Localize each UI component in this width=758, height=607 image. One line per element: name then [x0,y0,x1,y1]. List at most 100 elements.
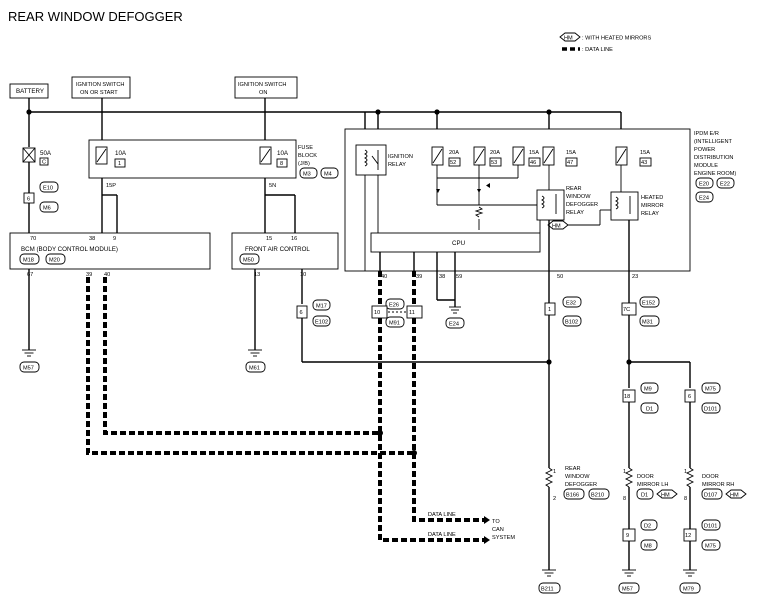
svg-text:16: 16 [291,236,297,242]
svg-text:M3: M3 [303,172,311,178]
svg-text:E102: E102 [315,320,328,326]
door-mirror-lh: 1 8 DOOR MIRROR LH D1 HM [623,467,678,502]
svg-text:1: 1 [553,469,556,475]
svg-text:M57: M57 [622,587,633,593]
svg-text:18: 18 [624,394,630,400]
svg-text:M31: M31 [642,320,653,326]
svg-text:M4: M4 [324,172,332,178]
svg-text:7C: 7C [623,307,630,313]
data-line-label-1: DATA LINE [428,512,456,518]
diagram-title: REAR WINDOW DEFOGGER [8,9,183,24]
connector-m75-d101: M75 6 D101 [684,382,721,414]
svg-text:10: 10 [300,272,306,278]
can-data-lines [86,271,490,544]
to-can-system-label: TO CAN SYSTEM [492,519,515,541]
ipdm-cpu: CPU [370,232,541,253]
svg-text:M9: M9 [644,387,652,393]
connector-d2-m8: D2 9 M8 [622,519,658,551]
hm-legend-symbol: HM [559,32,581,42]
svg-text:38: 38 [89,236,95,242]
svg-text:13: 13 [254,272,260,278]
svg-text:SYSTEM: SYSTEM [492,535,515,541]
svg-text:M57: M57 [23,366,34,372]
svg-text:6: 6 [688,394,691,400]
ipdm-fuse-52: 20A 52 [431,146,461,167]
svg-text:C: C [42,160,46,166]
svg-text:1: 1 [548,307,551,313]
svg-text:HM: HM [730,493,739,499]
svg-text:FUSE: FUSE [298,145,313,151]
legend-data-text: : DATA LINE [582,47,613,53]
ground-m57-mirror: M57 [618,569,640,594]
ground-b211: B211 [538,569,561,594]
svg-text:M79: M79 [683,587,694,593]
svg-text:HM: HM [564,36,573,42]
rear-window-defogger: 1 2 REAR WINDOW DEFOGGER B166 B210 [544,466,610,502]
svg-text:IGNITION SWITCH: IGNITION SWITCH [76,82,124,88]
svg-text:ON OR START: ON OR START [80,90,118,96]
svg-text:HEATED: HEATED [641,195,663,201]
svg-text:MIRROR: MIRROR [641,203,664,209]
ground-m57-bcm: M57 [19,349,40,373]
svg-text:D2: D2 [644,524,651,530]
fuse-block-jb: 10A 1 10A 8 FUSE BLOCK (J/B) M3 M4 15P 5… [88,139,339,189]
svg-text:10A: 10A [115,150,127,157]
svg-text:POWER: POWER [694,147,715,153]
svg-text:E20: E20 [699,182,709,188]
svg-text:DEFOGGER: DEFOGGER [565,482,597,488]
fusible-link-50a: 50A C [22,147,52,166]
svg-text:40: 40 [104,272,110,278]
svg-text:MIRROR LH: MIRROR LH [637,482,668,488]
svg-text:E24: E24 [449,322,459,328]
svg-text:M91: M91 [389,321,400,327]
svg-text:(INTELLIGENT: (INTELLIGENT [694,139,733,145]
svg-text:DOOR: DOOR [637,474,654,480]
svg-text:HM: HM [661,493,670,499]
svg-text:M50: M50 [243,258,254,264]
svg-text:B166: B166 [566,493,579,499]
ground-m61: M61 [245,349,266,373]
svg-text:MIRROR RH: MIRROR RH [702,482,734,488]
connector-e26-m91: E26 10 11 M91 [371,298,423,328]
svg-text:67: 67 [27,272,33,278]
connector-m9-d1: M9 18 D1 [622,382,659,414]
svg-text:RELAY: RELAY [566,210,584,216]
svg-text:E10: E10 [43,186,53,192]
svg-text:REAR: REAR [566,186,582,192]
front-air-control: FRONT AIR CONTROL M50 15 16 13 10 [231,232,339,278]
svg-text:43: 43 [641,160,647,166]
svg-text:D107: D107 [704,493,717,499]
svg-text:M17: M17 [316,304,327,310]
svg-text:8: 8 [684,496,687,502]
svg-text:M6: M6 [43,206,51,212]
svg-text:1: 1 [623,469,626,475]
svg-text:11: 11 [409,310,415,316]
ipdm-fuse-43: 15A 43 [615,146,652,167]
svg-text:8: 8 [280,161,283,167]
door-mirror-rh: 1 8 DOOR MIRROR RH D107 HM [684,467,747,502]
data-line-label-2: DATA LINE [428,532,456,538]
ipdm-fuse-47: 15A 47 [542,146,578,167]
svg-text:D101: D101 [704,524,717,530]
svg-text:TO: TO [492,519,500,525]
svg-text:39: 39 [416,274,422,280]
svg-text:CAN: CAN [492,527,504,533]
svg-text:M20: M20 [49,258,60,264]
svg-text:D1: D1 [646,407,653,413]
svg-text:E152: E152 [642,301,655,307]
ground-m79: M79 [679,569,701,594]
ignition-switch-on-label: IGNITION SWITCH ON [234,76,298,99]
svg-text:46: 46 [530,160,536,166]
heated-mirror-relay: HEATED MIRROR RELAY [610,191,664,221]
svg-text:9: 9 [113,236,116,242]
svg-text:HM: HM [552,224,561,230]
bcm-body-control-module: BCM (BODY CONTROL MODULE) M18 M20 70 38 … [9,232,211,278]
connector-e152-m31: E152 7C M31 [621,296,660,327]
svg-text:CPU: CPU [452,240,465,247]
svg-text:DISTRIBUTION: DISTRIBUTION [694,155,733,161]
svg-text:10: 10 [374,310,380,316]
connector-e32-b102: E32 1 B102 [544,296,582,327]
svg-text:B210: B210 [591,493,604,499]
svg-text:E26: E26 [389,303,399,309]
